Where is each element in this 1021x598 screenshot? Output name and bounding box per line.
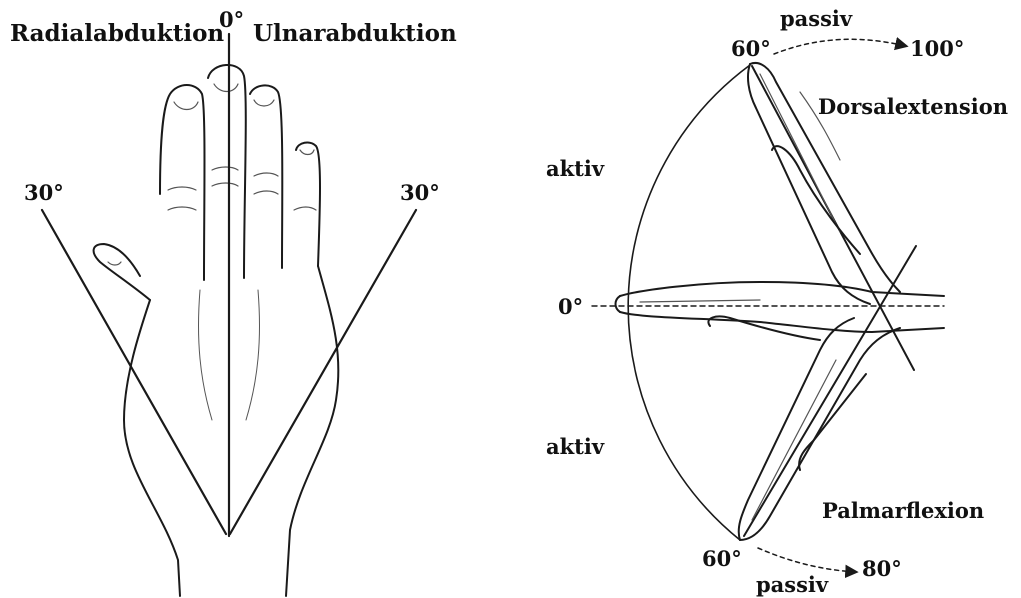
palmarflexion-label: Palmarflexion bbox=[822, 498, 984, 523]
aktiv-bottom-label: aktiv bbox=[546, 434, 605, 459]
flexion-axis-line bbox=[744, 246, 916, 536]
right-panel: passiv 60° 100° Dorsalextension aktiv 0°… bbox=[546, 6, 1008, 597]
zero-degree-label-left: 0° bbox=[219, 7, 244, 32]
passiv-bottom-label: passiv bbox=[756, 572, 829, 597]
sixty-degree-bottom-label: 60° bbox=[702, 546, 742, 571]
passive-flexion-arrow bbox=[758, 548, 856, 572]
eighty-degree-label: 80° bbox=[862, 556, 902, 581]
ulnar-30-line bbox=[230, 210, 416, 534]
ulnar-angle-label: 30° bbox=[400, 180, 440, 205]
passive-extension-arrow bbox=[774, 39, 906, 54]
passiv-top-label: passiv bbox=[780, 6, 853, 31]
sixty-degree-top-label: 60° bbox=[731, 36, 771, 61]
radialabduktion-label: Radialabduktion bbox=[10, 20, 224, 47]
aktiv-top-label: aktiv bbox=[546, 156, 605, 181]
hundred-degree-label: 100° bbox=[910, 36, 964, 61]
radial-30-line bbox=[42, 210, 226, 534]
radial-angle-label: 30° bbox=[24, 180, 64, 205]
zero-degree-label-right: 0° bbox=[558, 294, 583, 319]
dorsalextension-label: Dorsalextension bbox=[818, 94, 1008, 119]
ulnarabduktion-label: Ulnarabduktion bbox=[253, 20, 457, 47]
hand-neutral-illustration bbox=[616, 282, 945, 340]
range-of-motion-arc bbox=[628, 65, 750, 540]
left-panel: Radialabduktion 0° Ulnarabduktion 30° 30… bbox=[10, 7, 457, 596]
